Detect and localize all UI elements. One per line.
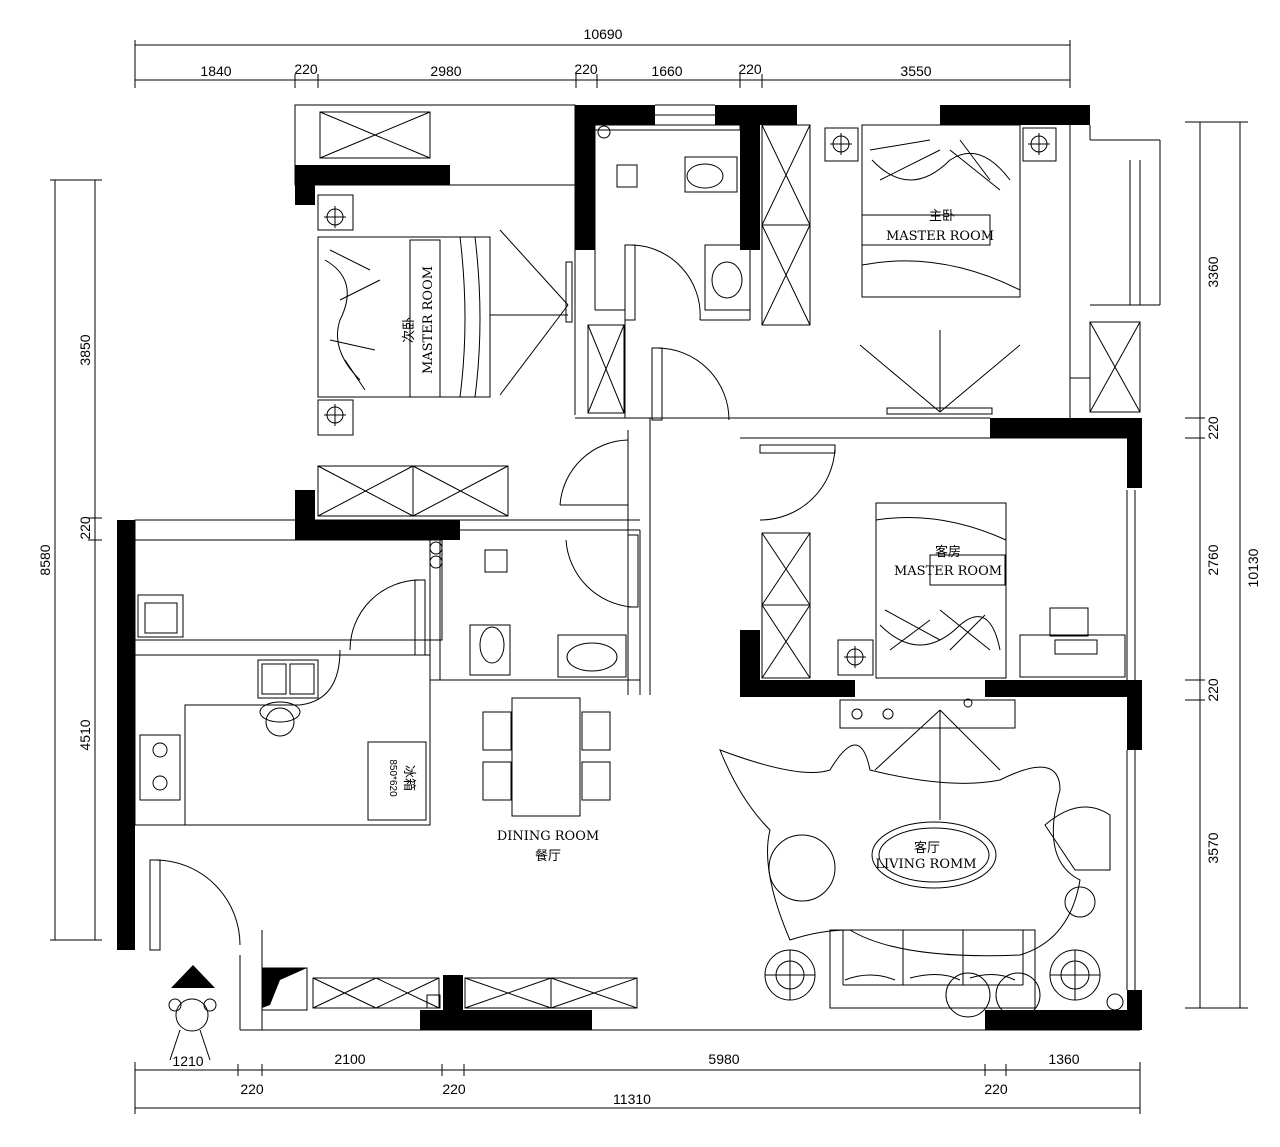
fridge-size: 850*620 [387, 759, 398, 797]
dim-top-seg: 220 [294, 61, 318, 77]
dim-right-seg: 3570 [1205, 832, 1221, 863]
dim-right-seg: 2760 [1205, 544, 1221, 575]
master-bedroom-label-en: MASTER ROOM [886, 229, 994, 244]
dim-top-seg: 3550 [900, 63, 931, 79]
second-bathroom [429, 534, 639, 678]
dim-bottom-seg: 2100 [334, 1051, 365, 1067]
master-bedroom: 主卧 MASTER ROOM [651, 124, 1141, 421]
entrance [149, 859, 638, 1061]
walls [117, 105, 1142, 1030]
dim-bottom-wall: 220 [984, 1081, 1008, 1097]
guest-room-label-cn: 客房 [935, 544, 961, 560]
dining-area: DINING ROOM 餐厅 [482, 697, 611, 864]
dim-right-total: 10130 [1245, 548, 1261, 587]
left-dimensions: 8580 3850 220 4510 [37, 179, 102, 941]
dining-label-en: DINING ROOM [497, 829, 599, 844]
dim-top-seg: 2980 [430, 63, 461, 79]
dim-left-seg: 3850 [77, 334, 93, 365]
dim-left-total: 8580 [37, 544, 53, 575]
dim-top-seg: 220 [738, 61, 762, 77]
dim-bottom-total: 11310 [613, 1091, 651, 1107]
dim-top-seg: 1660 [651, 63, 682, 79]
dim-left-seg: 220 [77, 516, 93, 540]
fridge-label: 冰箱 [401, 765, 417, 791]
living-room: 客厅 LIVING ROMM [719, 698, 1124, 1018]
dim-top-seg: 1840 [200, 63, 231, 79]
second-bedroom-label-en: MASTER ROOM [421, 266, 436, 374]
dim-bottom-wall: 220 [442, 1081, 466, 1097]
dim-right-seg: 220 [1205, 678, 1221, 702]
bottom-dimensions: 1210 2100 5980 1360 220 220 220 11310 [134, 1051, 1141, 1114]
living-room-label-cn: 客厅 [914, 840, 940, 856]
dim-top-seg: 220 [574, 61, 598, 77]
dim-right-seg: 3360 [1205, 256, 1221, 287]
guest-room-label-en: MASTER ROOM [894, 564, 1002, 579]
master-bathroom [587, 124, 751, 414]
dim-bottom-seg: 5980 [708, 1051, 739, 1067]
dining-label-cn: 餐厅 [535, 848, 561, 864]
second-bedroom-label-cn: 次卧 [401, 317, 417, 343]
dim-bottom-seg: 1210 [172, 1053, 203, 1069]
guest-room: 客房 MASTER ROOM [759, 444, 1126, 679]
entry-arrow-icon [171, 965, 215, 988]
dim-bottom-wall: 220 [240, 1081, 264, 1097]
right-dimensions: 3360 220 2760 220 3570 10130 [1185, 121, 1261, 1009]
master-bedroom-label-cn: 主卧 [929, 209, 955, 224]
dim-left-seg: 4510 [77, 719, 93, 750]
top-dimensions: 10690 1840 220 2980 220 1660 220 3550 [134, 26, 1071, 88]
dim-right-seg: 220 [1205, 416, 1221, 440]
living-room-label-en: LIVING ROMM [875, 857, 976, 872]
second-bedroom: 次卧 MASTER ROOM [317, 111, 629, 517]
dim-top-total: 10690 [584, 26, 623, 42]
dim-bottom-seg: 1360 [1048, 1051, 1079, 1067]
kitchen: 冰箱 850*620 [137, 579, 427, 825]
